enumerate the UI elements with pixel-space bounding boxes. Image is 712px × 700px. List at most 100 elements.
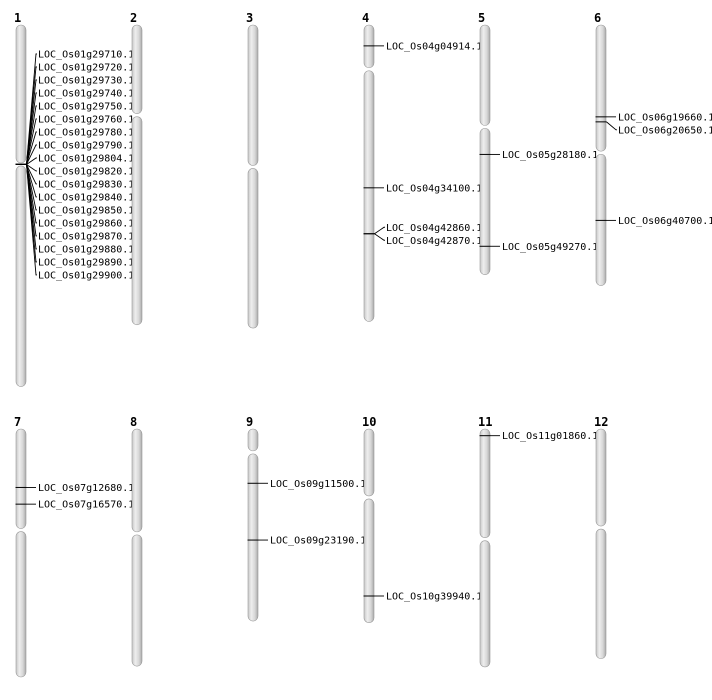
chromosome-arm-long xyxy=(479,128,491,275)
gene-leader-line xyxy=(26,164,37,211)
gene-label: LOC_Os01g29760.1 xyxy=(38,114,134,125)
chromosome-12: 12 xyxy=(594,415,608,659)
gene-label: LOC_Os01g29750.1 xyxy=(38,101,134,112)
chromosome-number: 10 xyxy=(362,415,376,429)
chromosome-arm-long xyxy=(247,453,259,622)
gene-leader-line xyxy=(26,164,37,276)
gene-label: LOC_Os01g29710.1 xyxy=(38,49,134,60)
chromosome-4: 4LOC_Os04g04914.1LOC_Os04g34100.1LOC_Os0… xyxy=(362,11,482,322)
gene-label: LOC_Os01g29730.1 xyxy=(38,75,134,86)
chromosome-arm-long xyxy=(15,531,27,678)
gene-label: LOC_Os01g29860.1 xyxy=(38,218,134,229)
gene-label: LOC_Os01g29870.1 xyxy=(38,231,134,242)
gene-label: LOC_Os11g01860.1 xyxy=(502,431,598,442)
chromosome-arm-short xyxy=(247,428,259,452)
gene-label: LOC_Os07g16570.1 xyxy=(38,500,134,511)
chromosome-number: 7 xyxy=(14,415,21,429)
chromosome-number: 1 xyxy=(14,11,21,25)
chromosome-arm-short xyxy=(15,24,27,164)
gene-leader-line xyxy=(26,118,37,165)
gene-leader-line xyxy=(26,66,37,165)
chromosome-arm-short xyxy=(131,24,143,114)
gene-label: LOC_Os01g29820.1 xyxy=(38,166,134,177)
chromosome-arm-short xyxy=(247,24,259,166)
chromosome-arm-long xyxy=(363,498,375,624)
gene-label: LOC_Os04g34100.1 xyxy=(386,183,482,194)
gene-label: LOC_Os01g29880.1 xyxy=(38,244,134,255)
chromosome-arm-long xyxy=(15,165,27,387)
chromosome-arm-long xyxy=(363,70,375,322)
gene-leader-line xyxy=(26,164,37,198)
gene-label: LOC_Os04g04914.1 xyxy=(386,41,482,52)
gene-label: LOC_Os01g29804.1 xyxy=(38,153,134,164)
chromosome-number: 2 xyxy=(130,11,137,25)
gene-label: LOC_Os01g29740.1 xyxy=(38,88,134,99)
gene-leader-line xyxy=(26,164,37,224)
gene-label: LOC_Os01g29900.1 xyxy=(38,270,134,281)
gene-leader-line xyxy=(26,92,37,165)
gene-leader-line xyxy=(26,131,37,165)
gene-leader-line xyxy=(26,144,37,165)
gene-label: LOC_Os06g19660.1 xyxy=(618,112,712,123)
gene-label: LOC_Os05g49270.1 xyxy=(502,242,598,253)
chromosome-3: 3 xyxy=(246,11,259,329)
gene-label: LOC_Os06g20650.1 xyxy=(618,125,712,136)
chromosome-arm-short xyxy=(479,428,491,539)
chromosome-number: 11 xyxy=(478,415,492,429)
chromosome-arm-short xyxy=(363,24,375,69)
gene-leader-line xyxy=(606,121,617,131)
chromosome-arm-long xyxy=(595,528,607,659)
gene-label: LOC_Os04g42870.1 xyxy=(386,236,482,247)
gene-label: LOC_Os01g29790.1 xyxy=(38,140,134,151)
gene-label: LOC_Os01g29850.1 xyxy=(38,205,134,216)
chromosome-arm-long xyxy=(247,168,259,329)
gene-label: LOC_Os10g39940.1 xyxy=(386,592,482,603)
gene-label: LOC_Os01g29890.1 xyxy=(38,257,134,268)
chromosome-number: 5 xyxy=(478,11,485,25)
chromosome-arm-short xyxy=(15,428,27,529)
chromosome-2: 2 xyxy=(130,11,143,326)
chromosome-arm-short xyxy=(595,428,607,527)
gene-leader-line xyxy=(26,157,37,165)
gene-label: LOC_Os09g23190.1 xyxy=(270,536,366,547)
gene-label: LOC_Os01g29830.1 xyxy=(38,179,134,190)
gene-label: LOC_Os01g29840.1 xyxy=(38,192,134,203)
chromosome-arm-long xyxy=(131,116,143,326)
gene-label: LOC_Os04g42860.1 xyxy=(386,223,482,234)
gene-label: LOC_Os09g11500.1 xyxy=(270,479,366,490)
chromosome-6: 6LOC_Os06g19660.1LOC_Os06g20650.1LOC_Os0… xyxy=(594,11,712,286)
chromosome-arm-short xyxy=(479,24,491,126)
chromosome-number: 8 xyxy=(130,415,137,429)
chromosome-arm-short xyxy=(595,24,607,152)
chromosome-8: 8 xyxy=(130,415,143,667)
chromosome-number: 12 xyxy=(594,415,608,429)
chromosome-arm-short xyxy=(131,428,143,533)
chromosome-arm-long xyxy=(131,534,143,667)
gene-leader-line xyxy=(26,105,37,165)
gene-leader-line xyxy=(26,164,37,172)
gene-label: LOC_Os01g29720.1 xyxy=(38,62,134,73)
chromosome-1: 1LOC_Os01g29710.1LOC_Os01g29720.1LOC_Os0… xyxy=(14,11,134,387)
chromosome-arm-short xyxy=(363,428,375,497)
chromosome-arm-long xyxy=(595,153,607,286)
gene-leader-line xyxy=(26,79,37,165)
gene-label: LOC_Os07g12680.1 xyxy=(38,483,134,494)
gene-label: LOC_Os06g40700.1 xyxy=(618,216,712,227)
gene-label: LOC_Os01g29780.1 xyxy=(38,127,134,138)
gene-leader-line xyxy=(374,226,385,235)
gene-leader-line xyxy=(26,164,37,185)
chromosome-number: 4 xyxy=(362,11,369,25)
gene-leader-line xyxy=(26,164,37,237)
gene-label: LOC_Os05g28180.1 xyxy=(502,150,598,161)
chromosome-number: 6 xyxy=(594,11,601,25)
chromosome-number: 3 xyxy=(246,11,253,25)
chromosome-number: 9 xyxy=(246,415,253,429)
gene-leader-line xyxy=(374,233,385,241)
